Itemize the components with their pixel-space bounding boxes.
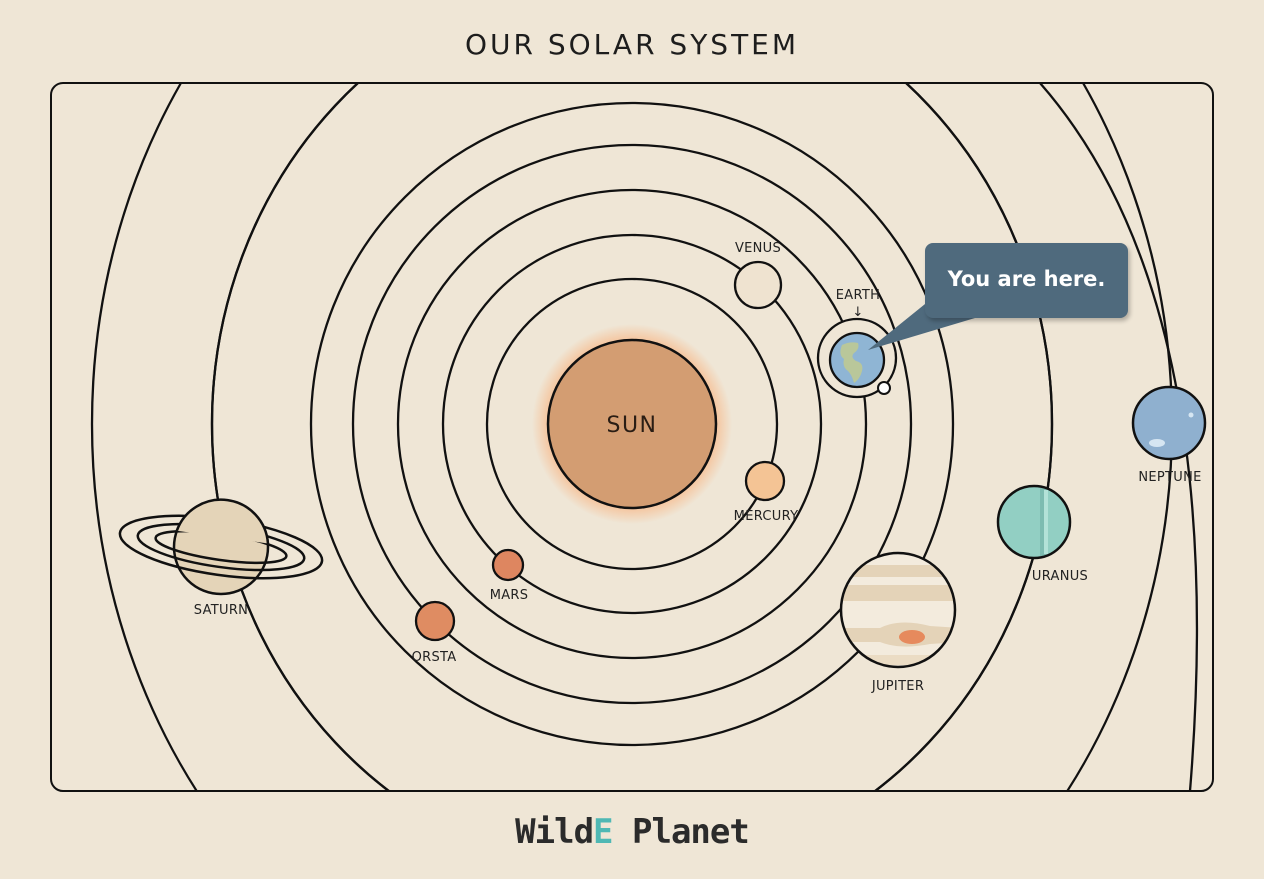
planet-mercury[interactable] <box>744 460 786 502</box>
moon[interactable] <box>877 381 891 395</box>
earth-continents <box>840 342 863 383</box>
label-uranus: URANUS <box>1032 569 1088 584</box>
orbit-mercury <box>485 277 779 571</box>
page-title: OUR SOLAR SYSTEM <box>464 28 800 61</box>
diagram-frame <box>50 82 1214 792</box>
label-mars: MARS <box>490 588 529 603</box>
planet-venus[interactable] <box>733 260 783 310</box>
label-saturn: SATURN <box>194 603 248 618</box>
orbit-jupiter <box>309 101 955 747</box>
brand-logo: WildE Planet <box>0 812 1264 852</box>
orbit-orsta <box>351 143 913 705</box>
planet-uranus[interactable] <box>996 484 1072 560</box>
planet-neptune[interactable] <box>1131 385 1207 461</box>
orbit-earth <box>396 188 868 660</box>
brand-part1: Wild <box>515 812 594 852</box>
callout-text: You are here. <box>947 266 1106 291</box>
label-jupiter: JUPITER <box>871 679 924 694</box>
label-venus: VENUS <box>735 241 781 256</box>
planet-orsta[interactable] <box>414 600 456 642</box>
earth-arrow-icon: ↓ <box>852 305 863 320</box>
earth-group[interactable] <box>816 317 898 399</box>
label-neptune: NEPTUNE <box>1138 470 1201 485</box>
sun[interactable] <box>546 338 718 510</box>
orbit-saturn <box>210 83 1054 791</box>
brand-accent: E <box>593 812 614 852</box>
label-mercury: MERCURY <box>734 509 799 524</box>
label-orsta: ORSTA <box>412 650 457 665</box>
orbit-venus-mars <box>441 233 823 615</box>
orbit-outer-right <box>1039 83 1199 791</box>
sun-label: SUN <box>606 413 657 438</box>
label-earth: EARTH <box>836 288 880 303</box>
great-red-spot <box>899 630 925 644</box>
planet-jupiter[interactable] <box>839 551 960 669</box>
planet-mars[interactable] <box>491 548 525 582</box>
brand-part2: Planet <box>612 812 750 852</box>
planet-saturn[interactable] <box>116 494 326 596</box>
you-are-here-callout: You are here. <box>925 243 1128 318</box>
